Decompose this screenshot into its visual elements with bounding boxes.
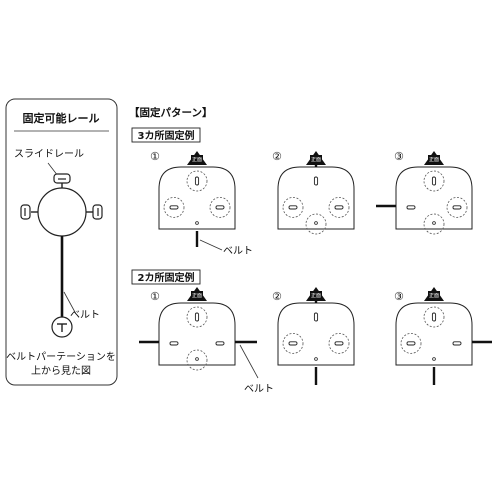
row2-num2: ② — [272, 290, 282, 303]
belt-label-left: ベルト — [70, 309, 100, 321]
row1-front-3: 正面 — [429, 157, 439, 163]
row1-front-2: 正面 — [311, 157, 321, 163]
slide-rail-right — [86, 204, 103, 220]
slide-rail-top — [53, 173, 71, 188]
belt-end-cap — [51, 316, 73, 338]
pattern-2pt-2 — [277, 287, 355, 385]
caption-line1: ベルトパーテーションを — [6, 351, 116, 363]
row2-num3: ③ — [394, 290, 404, 303]
belt-label-row1: ベルト — [223, 245, 253, 257]
row2-num1: ① — [150, 290, 160, 303]
slide-rail-label: スライドレール — [14, 148, 84, 160]
left-panel-title: 固定可能レール — [23, 111, 100, 125]
slide-rail-left — [20, 204, 38, 220]
pattern-3pt-3 — [376, 151, 473, 235]
pattern-2pt-1 — [139, 287, 257, 371]
section-two-point: 2カ所固定例 — [138, 271, 195, 284]
row2-front-2: 正面 — [311, 293, 321, 299]
pattern-3pt-1 — [158, 151, 236, 247]
row1-num3: ③ — [394, 150, 404, 163]
row1-num2: ② — [272, 150, 282, 163]
pattern-3pt-2 — [277, 151, 355, 235]
pattern-2pt-3 — [395, 287, 492, 385]
post-top-view — [37, 187, 87, 237]
section-three-point: 3カ所固定例 — [138, 129, 195, 142]
caption-line2: 上から見た図 — [31, 365, 91, 377]
patterns-header: 【固定パターン】 — [129, 106, 212, 119]
row2-front-3: 正面 — [429, 293, 439, 299]
row1-front-1: 正面 — [192, 157, 202, 163]
belt-label-row2: ベルト — [244, 383, 274, 395]
row1-num1: ① — [150, 150, 160, 163]
row2-front-1: 正面 — [192, 293, 202, 299]
